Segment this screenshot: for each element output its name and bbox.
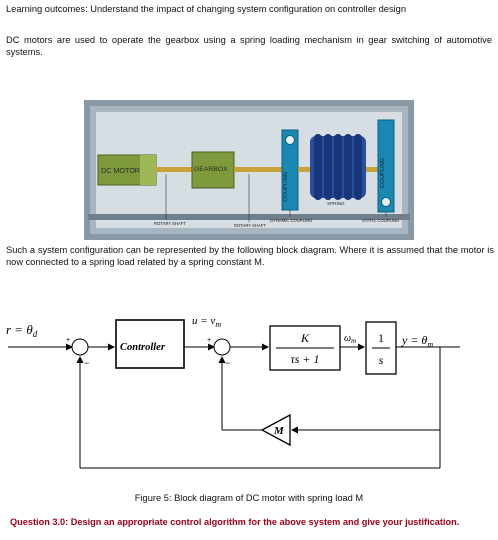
gearbox-label: GEARBOX — [194, 166, 228, 173]
controller-block — [115, 319, 185, 369]
output-label: y = θm — [401, 333, 433, 349]
learning-outcomes-text: Learning outcomes: Understand the impact… — [6, 4, 406, 14]
omega-label: ωm — [344, 333, 356, 345]
summing-junction-2 — [213, 338, 231, 356]
sum1-plus: + — [66, 337, 70, 344]
coupling-2-label: COUPLING — [380, 157, 386, 188]
question-text: Question 3.0: Design an appropriate cont… — [10, 517, 460, 527]
sum2-minus: − — [225, 358, 230, 368]
coupling-1-label: COUPLING — [283, 171, 289, 202]
figure-caption: Figure 5: Block diagram of DC motor with… — [134, 493, 364, 503]
tf-denominator: τs + 1 — [290, 352, 319, 366]
block-diagram-text: Such a system configuration can be repre… — [6, 245, 494, 267]
control-signal-label: u = vm — [192, 315, 221, 329]
spring — [310, 134, 366, 200]
rotary-shaft-1-label: ROTARY SHAFT — [154, 221, 186, 226]
summing-junction-1 — [71, 338, 89, 356]
gearbox-illustration: DC MOTOR GEARBOX COUPLING SPRING COUPLIN… — [84, 100, 414, 240]
controller-label: Controller — [120, 342, 166, 353]
sum2-plus: + — [207, 337, 211, 344]
feedback-gain-label: M — [273, 425, 285, 437]
integrator-denominator: s — [379, 353, 384, 367]
feedback-gain-block — [260, 413, 291, 447]
description-text: DC motors are used to operate the gearbo… — [6, 35, 492, 57]
static-coupling-label: STATIC COUPLING — [362, 218, 399, 223]
spring-label: SPRING — [327, 201, 345, 206]
input-label: r = θd — [6, 322, 38, 339]
dc-motor-label: DC MOTOR — [101, 166, 140, 175]
gearbox — [191, 151, 235, 189]
dynamic-coupling-label: DYNAMIC COUPLING — [270, 218, 312, 223]
tf-numerator: K — [300, 331, 310, 345]
sum1-minus: − — [84, 358, 89, 368]
rotary-shaft-2-label: ROTARY SHAFT — [234, 223, 266, 228]
block-diagram: r = θd + − Controller u = vm + − K τs + … — [6, 315, 460, 469]
integrator-numerator: 1 — [378, 331, 384, 345]
